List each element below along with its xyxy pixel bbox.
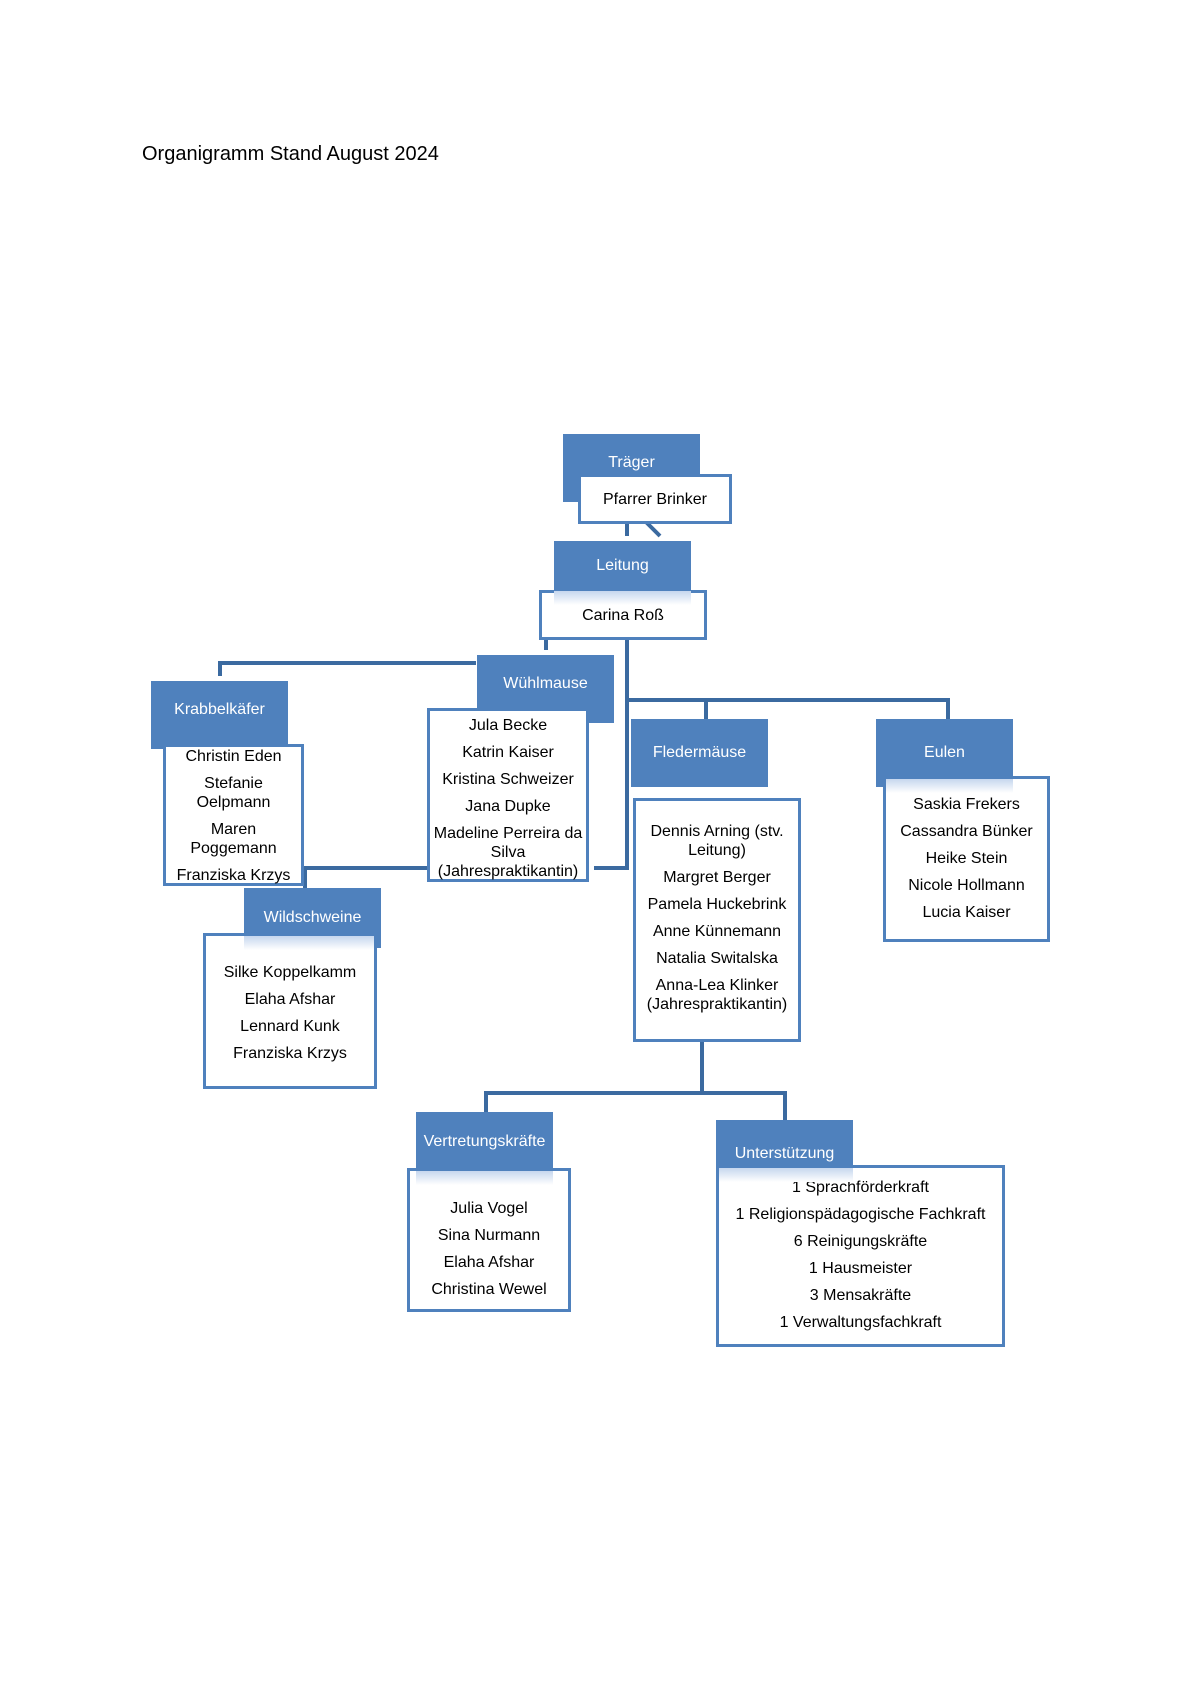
node-header: Krabbelkäfer xyxy=(151,681,288,749)
member-name: Madeline Perreira da Silva (Jahresprakti… xyxy=(433,825,583,880)
member-name: Pamela Huckebrink xyxy=(647,896,787,913)
member-box: Pfarrer Brinker xyxy=(578,474,732,524)
member-name: Maren Poggemann xyxy=(190,821,277,857)
member-name: Saskia Frekers xyxy=(913,796,1020,813)
member-name: Heike Stein xyxy=(925,850,1008,867)
member-name: Silke Koppelkamm xyxy=(223,964,357,981)
header-fade xyxy=(244,936,374,950)
member-name: Margret Berger xyxy=(663,869,771,886)
member-name: 1 Verwaltungsfachkraft xyxy=(779,1314,942,1331)
member-name: Sina Nurmann xyxy=(437,1227,541,1244)
member-box: Julia Vogel Sina Nurmann Elaha Afshar Ch… xyxy=(407,1168,571,1312)
member-name: Cassandra Bünker xyxy=(900,823,1033,840)
member-box: Jula Becke Katrin Kaiser Kristina Schwei… xyxy=(427,708,589,882)
member-box: Christin Eden Stefanie Oelpmann Maren Po… xyxy=(163,744,304,886)
member-name: Kristina Schweizer xyxy=(442,771,574,788)
member-name: Jana Dupke xyxy=(465,798,551,815)
member-name: Katrin Kaiser xyxy=(462,744,554,761)
member-box: Dennis Arning (stv. Leitung) Margret Ber… xyxy=(633,798,801,1042)
member-name: Pfarrer Brinker xyxy=(602,490,708,508)
header-fade xyxy=(554,591,691,605)
member-name: Elaha Afshar xyxy=(443,1254,535,1271)
member-name: Franziska Krzys xyxy=(176,867,291,884)
member-name: Nicole Hollmann xyxy=(908,877,1025,894)
member-box: 1 Sprachförderkraft 1 Religionspädagogis… xyxy=(716,1165,1005,1347)
member-name: 1 Hausmeister xyxy=(808,1260,913,1277)
member-name: Anne Künnemann xyxy=(652,923,782,940)
member-name: Elaha Afshar xyxy=(244,991,336,1008)
member-name: Christin Eden xyxy=(185,748,282,765)
member-name: Julia Vogel xyxy=(450,1200,528,1217)
node-header: Leitung xyxy=(554,541,691,591)
member-name: Anna-Lea Klinker (Jahrespraktikantin) xyxy=(646,977,788,1013)
page-title: Organigramm Stand August 2024 xyxy=(142,143,439,165)
member-name: Natalia Switalska xyxy=(656,950,778,967)
member-name: 6 Reinigungskräfte xyxy=(793,1233,928,1250)
member-name: Franziska Krzys xyxy=(233,1045,347,1062)
member-name: Lennard Kunk xyxy=(240,1018,340,1035)
member-name: Lucia Kaiser xyxy=(922,904,1011,921)
member-name: 3 Mensakräfte xyxy=(809,1287,912,1304)
member-name: Dennis Arning (stv. Leitung) xyxy=(650,823,784,859)
member-box: Saskia Frekers Cassandra Bünker Heike St… xyxy=(883,776,1050,942)
member-name: Jula Becke xyxy=(468,717,548,734)
member-name: 1 Sprachförderkraft xyxy=(792,1179,929,1196)
member-name: Carina Roß xyxy=(582,606,664,624)
header-fade xyxy=(416,1171,553,1185)
node-header: Eulen xyxy=(876,719,1013,787)
node-header: Vertretungskräfte xyxy=(416,1112,553,1172)
header-fade xyxy=(719,1168,853,1182)
member-name: 1 Religionspädagogische Fachkraft xyxy=(735,1206,986,1223)
member-box: Silke Koppelkamm Elaha Afshar Lennard Ku… xyxy=(203,933,377,1089)
member-name: Stefanie Oelpmann xyxy=(196,775,271,811)
node-header: Fledermäuse xyxy=(631,719,768,787)
header-fade xyxy=(886,779,1013,793)
member-name: Christina Wewel xyxy=(431,1281,547,1298)
